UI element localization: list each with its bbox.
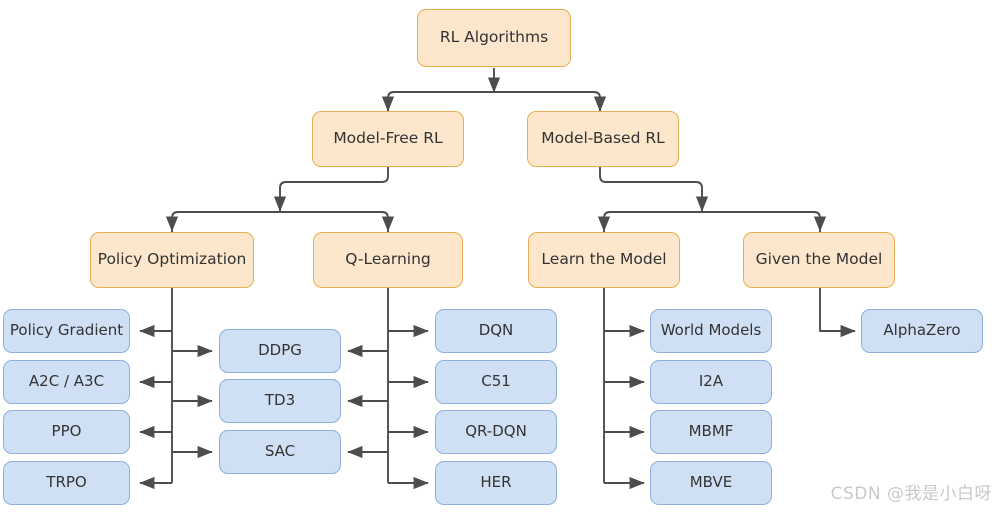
- node-label: MBMF: [688, 422, 734, 441]
- node-learn-the-model[interactable]: Learn the Model: [528, 232, 680, 288]
- edge-model-free-split-bar: [171, 211, 389, 232]
- csdn-watermark: CSDN @我是小白呀: [830, 484, 992, 504]
- node-trpo[interactable]: TRPO: [3, 461, 130, 505]
- node-label: TRPO: [46, 473, 87, 492]
- node-label: C51: [481, 372, 511, 391]
- node-a2c-a3c[interactable]: A2C / A3C: [3, 360, 130, 404]
- node-ddpg[interactable]: DDPG: [219, 329, 341, 373]
- node-label: SAC: [264, 442, 296, 461]
- node-label: World Models: [660, 321, 762, 340]
- node-model-free-rl[interactable]: Model-Free RL: [312, 111, 464, 167]
- node-policy-optimization[interactable]: Policy Optimization: [90, 232, 254, 288]
- node-policy-gradient[interactable]: Policy Gradient: [3, 309, 130, 353]
- edge-root-split-bar: [387, 91, 601, 112]
- node-label: QR-DQN: [465, 422, 527, 441]
- node-label: DQN: [478, 321, 514, 340]
- node-alphazero[interactable]: AlphaZero: [861, 309, 983, 353]
- node-label: MBVE: [689, 473, 733, 492]
- node-sac[interactable]: SAC: [219, 430, 341, 474]
- node-model-based-rl[interactable]: Model-Based RL: [527, 111, 679, 167]
- node-label: Model-Free RL: [333, 129, 443, 148]
- node-dqn[interactable]: DQN: [435, 309, 557, 353]
- node-label: DDPG: [258, 341, 302, 360]
- node-qr-dqn[interactable]: QR-DQN: [435, 410, 557, 454]
- node-label: Learn the Model: [541, 250, 667, 269]
- node-i2a[interactable]: I2A: [650, 360, 772, 404]
- node-given-the-model[interactable]: Given the Model: [743, 232, 895, 288]
- node-label: I2A: [698, 372, 724, 391]
- edge-model-free-stem: [279, 167, 389, 212]
- node-rl-algorithms[interactable]: RL Algorithms: [417, 9, 571, 67]
- edge-model-based-stem: [599, 167, 703, 212]
- node-mbve[interactable]: MBVE: [650, 461, 772, 505]
- node-ppo[interactable]: PPO: [3, 410, 130, 454]
- node-label: AlphaZero: [883, 321, 961, 340]
- node-q-learning[interactable]: Q-Learning: [313, 232, 463, 288]
- node-label: Model-Based RL: [541, 129, 665, 148]
- node-label: PPO: [51, 422, 82, 441]
- node-label: HER: [480, 473, 512, 492]
- node-label: Q-Learning: [345, 250, 431, 269]
- edge-model-based-split-bar: [603, 211, 821, 232]
- node-mbmf[interactable]: MBMF: [650, 410, 772, 454]
- node-her[interactable]: HER: [435, 461, 557, 505]
- node-world-models[interactable]: World Models: [650, 309, 772, 353]
- node-label: A2C / A3C: [28, 372, 105, 391]
- node-td3[interactable]: TD3: [219, 379, 341, 423]
- edge-gtm-alphazero: [819, 288, 856, 338]
- node-c51[interactable]: C51: [435, 360, 557, 404]
- node-label: TD3: [264, 391, 296, 410]
- node-label: Policy Optimization: [97, 250, 247, 269]
- node-label: RL Algorithms: [439, 28, 549, 47]
- node-label: Policy Gradient: [9, 321, 124, 340]
- node-label: Given the Model: [755, 250, 883, 269]
